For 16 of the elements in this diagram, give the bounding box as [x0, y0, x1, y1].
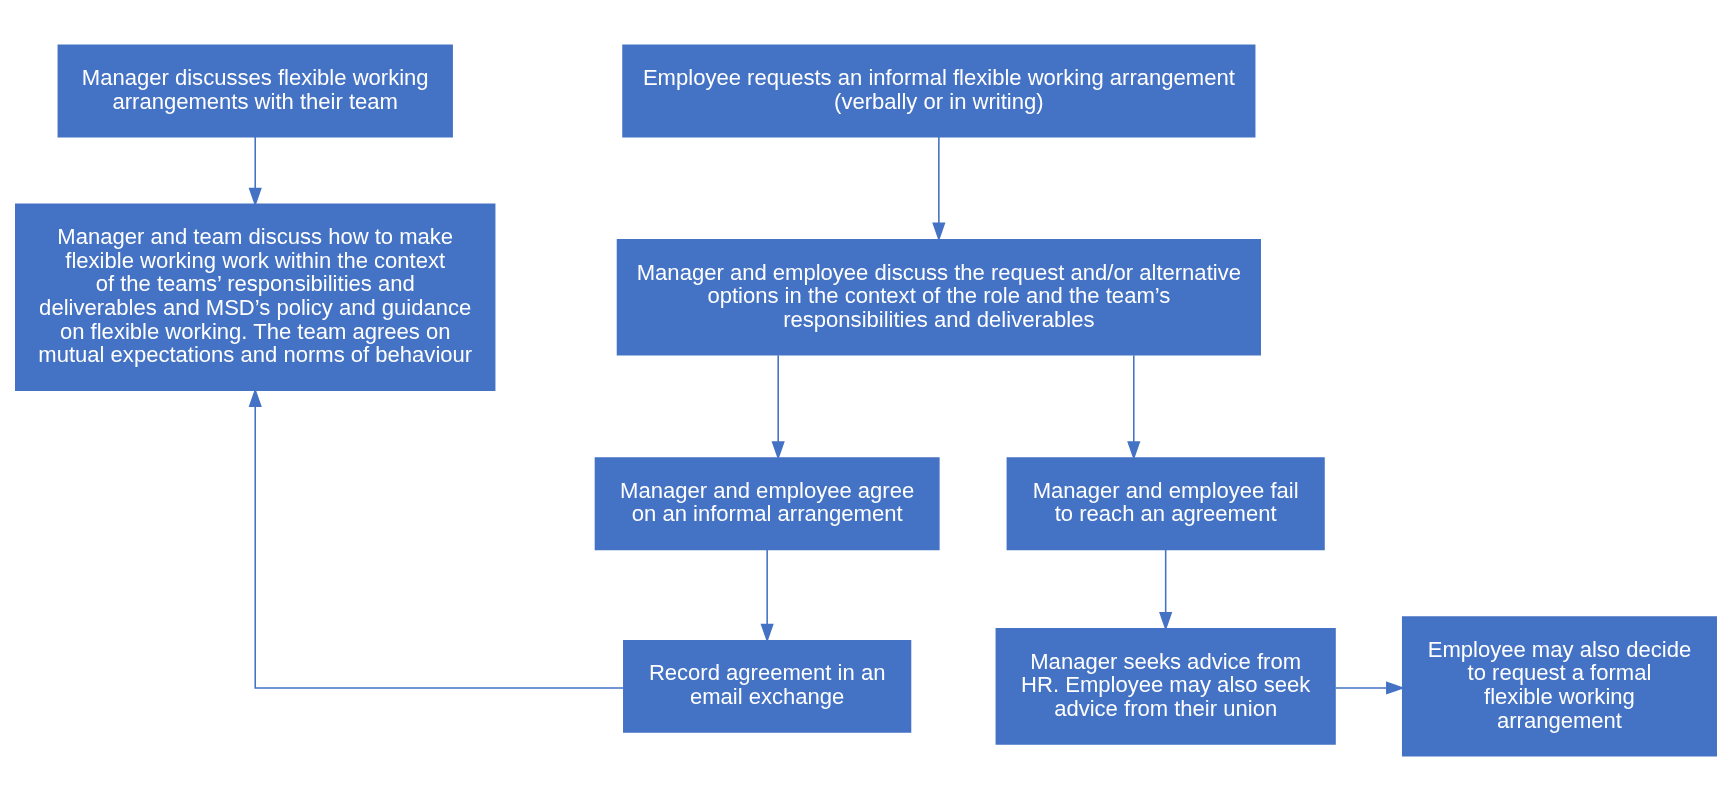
arrow [771, 354, 785, 460]
arrow [1158, 548, 1172, 631]
arrow [248, 135, 262, 207]
node-box: Employee requests an informal flexible working arrangement (verbally or in writing) [621, 44, 1255, 137]
node-box: Manager and employee discuss the request and/or alternative options in the context of the role and the team’s responsibilities and deliverables [616, 238, 1261, 356]
node-box: Manager and team discuss how to make flexible working work within the context of the teams’ responsibilities and deliverables and MSD’s policy and guidance on flexible working. The team agrees on mutual expectations and norms of behaviour [14, 203, 495, 391]
arrow [1334, 680, 1405, 695]
node-box: Manager and employee fail to reach an agreement [1006, 456, 1325, 550]
node-box: Manager seeks advice from HR. Employee may also seek advice from their union [995, 627, 1336, 745]
arrow [760, 548, 774, 643]
node-box: Manager discusses flexible working arrangements with their team [57, 44, 453, 137]
node-box: Manager and employee agree on an informal arrangement [594, 456, 940, 550]
arrow [1126, 354, 1140, 460]
arrow [931, 135, 945, 241]
node-box: Record agreement in an email exchange [622, 639, 911, 733]
node-box: Employee may also decide to request a formal flexible working arrangement [1401, 615, 1717, 756]
